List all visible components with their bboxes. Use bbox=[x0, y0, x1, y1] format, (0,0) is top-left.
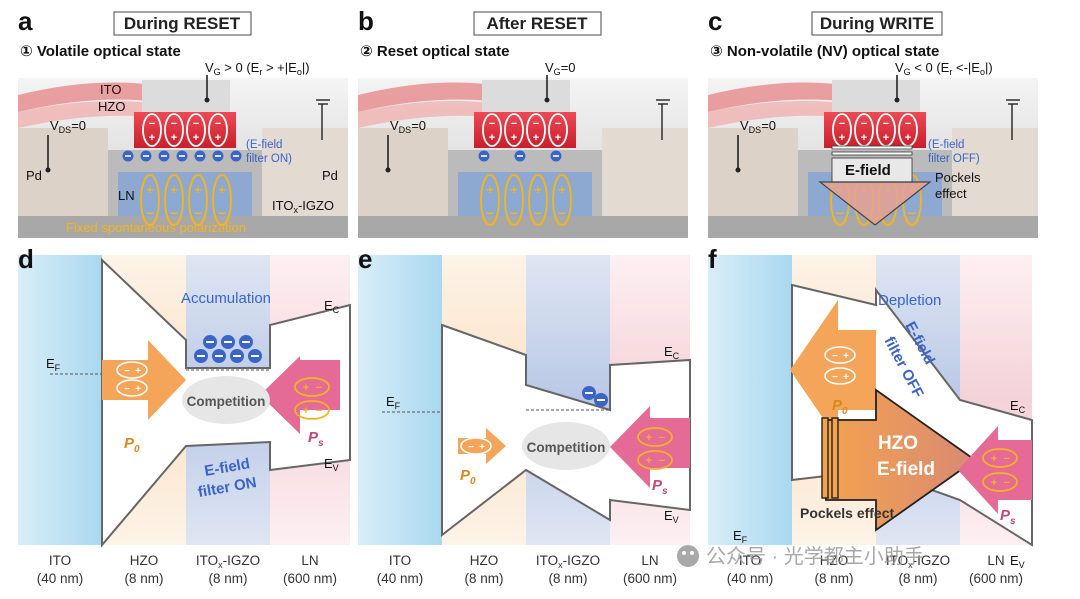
layer-labels-f: ITO (40 nm) HZO (8 nm) ITOx-IGZO (8 nm) … bbox=[727, 553, 1023, 586]
ef-label-e: EF bbox=[386, 394, 401, 411]
panel-letter-c: c bbox=[708, 6, 722, 36]
ec-label-f: EC bbox=[1010, 398, 1026, 415]
watermark-text: 公众号 · 光学都主小助手 bbox=[706, 545, 924, 568]
layer-labels-e: ITO (40 nm) HZO (8 nm) ITOx-IGZO (8 nm) … bbox=[377, 553, 677, 586]
ec-label-d: EC bbox=[324, 298, 340, 315]
p0-label-f: P0 bbox=[832, 397, 848, 417]
band-diagram-f bbox=[708, 255, 1033, 547]
hzo-efield-line2: E-field bbox=[877, 459, 935, 480]
pd-left-label: Pd bbox=[26, 168, 42, 183]
band-diagram-e bbox=[358, 255, 691, 545]
layer-name: LN bbox=[987, 553, 1004, 568]
p0-label-d: P0 bbox=[124, 435, 140, 455]
layer-thickness: (8 nm) bbox=[898, 571, 937, 586]
spontaneous-polarization-label: Fixed spontaneous polarization bbox=[66, 220, 246, 235]
layer-name: ITO bbox=[49, 553, 71, 568]
layer-name: LN bbox=[641, 553, 658, 568]
efield-on-line1: (E-field bbox=[246, 139, 282, 151]
competition-label-e: Competition bbox=[527, 440, 606, 455]
pockels-label-1: Pockels bbox=[935, 170, 981, 185]
layer-labels-d: ITO (40 nm) HZO (8 nm) ITOx-IGZO (8 nm) … bbox=[37, 553, 337, 586]
wechat-icon bbox=[677, 545, 699, 567]
header-b: After RESET bbox=[486, 14, 588, 33]
header-a: During RESET bbox=[124, 14, 241, 33]
efield-off-line1: (E-field bbox=[928, 139, 964, 151]
competition-label-d: Competition bbox=[187, 394, 266, 409]
layer-thickness: (40 nm) bbox=[37, 571, 84, 586]
ps-label-e: Ps bbox=[652, 477, 668, 497]
itox-igzo-label: ITOx-IGZO bbox=[272, 198, 334, 215]
header-c: During WRITE bbox=[820, 14, 934, 33]
efield-down-arrow bbox=[818, 145, 932, 226]
panel-letter-d: d bbox=[18, 244, 34, 274]
header-box-b bbox=[473, 11, 602, 36]
layer-thickness: (40 nm) bbox=[377, 571, 424, 586]
layer-name: HZO bbox=[820, 553, 849, 568]
device-panel-a bbox=[18, 75, 348, 238]
ln-label: LN bbox=[118, 188, 135, 203]
subtitle-c: ③ Non-volatile (NV) optical state bbox=[710, 43, 939, 60]
layer-name: LN bbox=[301, 553, 318, 568]
vg-label-c: VG < 0 (Er <-|Eo|) bbox=[895, 60, 993, 77]
layer-thickness: (600 nm) bbox=[969, 571, 1023, 586]
efield-label-c: E-field bbox=[845, 162, 891, 179]
layer-thickness: (600 nm) bbox=[283, 571, 337, 586]
layer-thickness: (8 nm) bbox=[464, 571, 503, 586]
vg-label-b: VG=0 bbox=[545, 60, 576, 77]
efield-on-line2: filter ON) bbox=[246, 153, 292, 165]
layer-name: HZO bbox=[470, 553, 499, 568]
panel-letter-e: e bbox=[358, 244, 372, 274]
efield-off-line2: filter OFF) bbox=[928, 153, 980, 165]
vds-label-a: VDS=0 bbox=[50, 118, 86, 135]
ev-label-e: EV bbox=[664, 508, 679, 525]
ito-label: ITO bbox=[100, 82, 121, 97]
panel-letter-a: a bbox=[18, 6, 33, 36]
layer-thickness: (8 nm) bbox=[814, 571, 853, 586]
accumulation-label: Accumulation bbox=[181, 290, 271, 307]
layer-thickness: (8 nm) bbox=[124, 571, 163, 586]
ec-label-e: EC bbox=[664, 344, 680, 361]
layer-name: ITO bbox=[389, 553, 411, 568]
layer-thickness: (8 nm) bbox=[548, 571, 587, 586]
ev-label-d: EV bbox=[324, 456, 339, 473]
header-box-a bbox=[113, 11, 252, 36]
layer-name: HZO bbox=[130, 553, 159, 568]
hzo-label: HZO bbox=[98, 99, 125, 114]
ps-label-f: Ps bbox=[1000, 507, 1016, 527]
subtitle-a: ① Volatile optical state bbox=[20, 43, 181, 60]
p0-label-e: P0 bbox=[460, 467, 476, 487]
hzo-efield-line1: HZO bbox=[878, 433, 918, 454]
layer-name: ITOx-IGZO bbox=[886, 553, 950, 570]
vg-label-a: VG > 0 (Er > +|Eo|) bbox=[205, 60, 310, 77]
pd-right-label: Pd bbox=[322, 168, 338, 183]
layer-thickness: (8 nm) bbox=[208, 571, 247, 586]
vds-label-c: VDS=0 bbox=[740, 118, 776, 135]
pockels-effect-label: Pockels effect bbox=[800, 505, 894, 521]
layer-thickness: (600 nm) bbox=[623, 571, 677, 586]
ps-label-d: Ps bbox=[308, 429, 324, 449]
pockels-label-2: effect bbox=[935, 186, 967, 201]
layer-name: ITO bbox=[739, 553, 761, 568]
panel-letter-f: f bbox=[708, 244, 717, 274]
vds-label-b: VDS=0 bbox=[390, 118, 426, 135]
watermark: 公众号 · 光学都主小助手 bbox=[677, 545, 924, 568]
ef-label-f: EF bbox=[733, 528, 748, 545]
header-box-c bbox=[811, 11, 943, 36]
ev-label-f: EV bbox=[1010, 553, 1025, 570]
panel-letter-b: b bbox=[358, 6, 374, 36]
ef-label-d: EF bbox=[46, 356, 61, 373]
layer-thickness: (40 nm) bbox=[727, 571, 774, 586]
depletion-label: Depletion bbox=[878, 292, 941, 309]
band-diagram-d bbox=[18, 255, 351, 548]
layer-name: ITOx-IGZO bbox=[536, 553, 600, 570]
subtitle-b: ② Reset optical state bbox=[360, 43, 509, 60]
layer-name: ITOx-IGZO bbox=[196, 553, 260, 570]
